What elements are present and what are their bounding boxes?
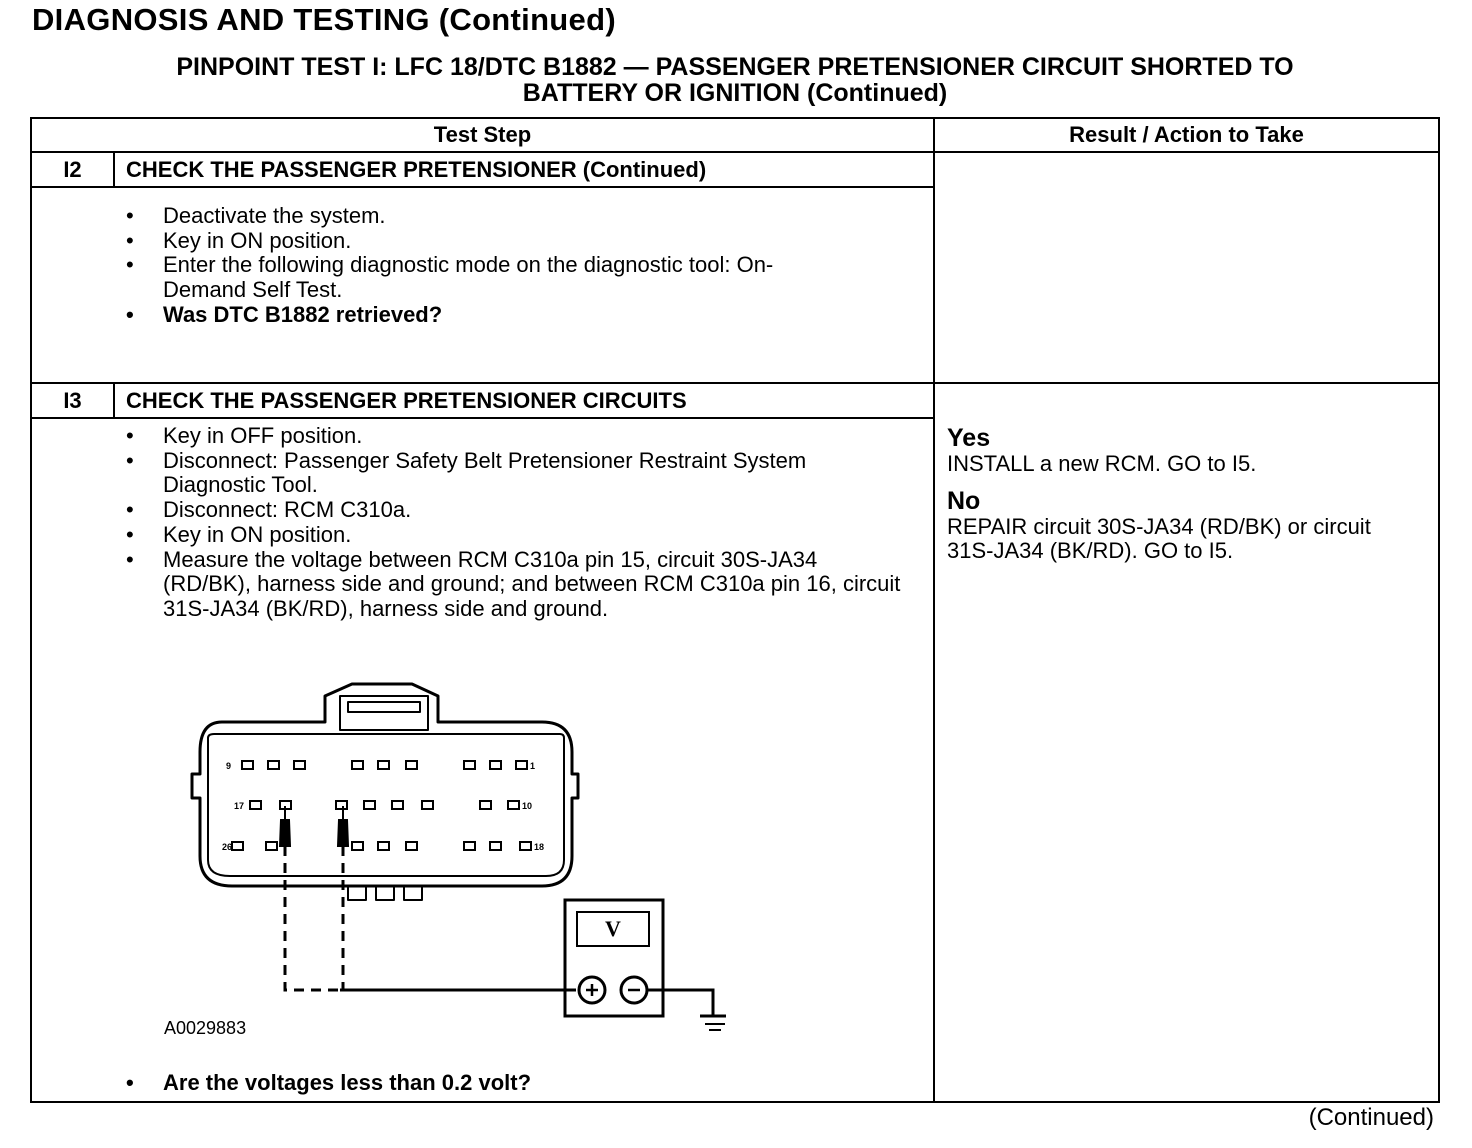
step-list-i3: Key in OFF position. Disconnect: Passeng…	[126, 423, 906, 622]
list-item: Are the voltages less than 0.2 volt?	[126, 1070, 906, 1096]
page-title: DIAGNOSIS AND TESTING (Continued)	[32, 2, 616, 37]
result-no-label: No	[947, 486, 981, 515]
pin-label: 17	[234, 801, 244, 811]
row-i2-title-divider	[30, 186, 935, 188]
pin-label: 9	[226, 761, 231, 771]
voltmeter	[563, 898, 665, 1018]
ground-bar	[709, 1029, 721, 1031]
list-item: Was DTC B1882 retrieved?	[126, 302, 886, 328]
connector-tab	[403, 885, 423, 901]
pin-label: 10	[522, 801, 532, 811]
header-result: Result / Action to Take	[1069, 122, 1304, 147]
step-number-i2: I2	[63, 157, 82, 182]
pin-label: 26	[222, 842, 232, 852]
step-list-i2: Deactivate the system. Key in ON positio…	[126, 203, 886, 328]
list-item: Disconnect: RCM C310a.	[126, 497, 906, 523]
list-item: Disconnect: Passenger Safety Belt Preten…	[126, 448, 906, 498]
test-lead-pin-15	[283, 846, 340, 992]
step-question-i3: Are the voltages less than 0.2 volt?	[126, 1070, 906, 1096]
connector-tab	[347, 885, 367, 901]
pin-label: 18	[534, 842, 544, 852]
continued-footer: (Continued)	[1308, 1104, 1434, 1131]
connector-shell	[190, 682, 580, 888]
i3-num-divider	[113, 382, 115, 419]
test-probe	[278, 806, 350, 847]
step-title-i2: CHECK THE PASSENGER PRETENSIONER (Contin…	[126, 157, 707, 182]
result-i3: Yes INSTALL a new RCM. GO to I5. No REPA…	[947, 424, 1417, 564]
i2-num-divider	[113, 151, 115, 188]
list-item: Key in OFF position.	[126, 423, 906, 449]
step-number-i3: I3	[63, 388, 82, 413]
pinpoint-test-title-line1: PINPOINT TEST I: LFC 18/DTC B1882 — PASS…	[176, 53, 1294, 81]
row-i3-title-divider	[30, 417, 935, 419]
pinpoint-test-title: PINPOINT TEST I: LFC 18/DTC B1882 — PASS…	[32, 54, 1438, 106]
connector-voltmeter-diagram: 9 1 17 10 26 18 V	[190, 682, 726, 1018]
result-yes-action: INSTALL a new RCM. GO to I5.	[947, 451, 1257, 476]
connector-tab	[375, 885, 395, 901]
list-item: Enter the following diagnostic mode on t…	[126, 252, 886, 302]
figure-id: A0029883	[164, 1018, 247, 1038]
header-test-step: Test Step	[433, 122, 532, 147]
ground-bar	[705, 1023, 725, 1025]
step-title-i3: CHECK THE PASSENGER PRETENSIONER CIRCUIT…	[126, 388, 687, 413]
test-table	[30, 117, 1440, 1103]
voltmeter-display: V	[605, 916, 621, 941]
list-item: Key in ON position.	[126, 522, 906, 548]
row-divider	[30, 382, 1440, 384]
list-item: Deactivate the system.	[126, 203, 886, 229]
list-item: Key in ON position.	[126, 228, 886, 254]
pinpoint-test-title-line2: BATTERY OR IGNITION (Continued)	[522, 79, 948, 107]
list-item: Measure the voltage between RCM C310a pi…	[126, 547, 906, 622]
result-no-action: REPAIR circuit 30S-JA34 (RD/BK) or circu…	[947, 513, 1371, 563]
pin-label: 1	[530, 761, 535, 771]
result-yes-label: Yes	[947, 424, 991, 452]
connector-latch	[339, 695, 429, 731]
ground-symbol	[647, 988, 726, 1018]
header-divider	[30, 151, 1440, 153]
column-divider	[933, 117, 935, 1103]
